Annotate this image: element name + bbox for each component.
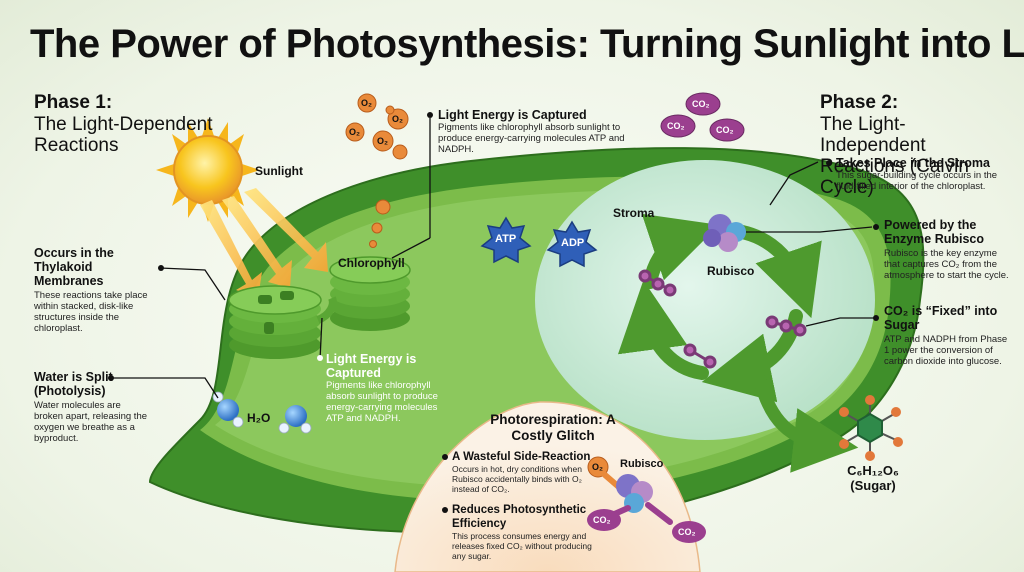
annotation-stroma: Takes Place in the Stroma This sugar-bui… [836,156,1006,192]
stroma-lamella [316,296,337,324]
co2-label: CO₂ [716,125,734,135]
photorespiration-item-2: Reduces Photosynthetic Efficiency This p… [452,503,602,561]
annotation-light-energy-bottom: Light Energy is Captured Pigments like c… [326,352,456,424]
water-label: H₂O [247,411,271,425]
annotation-title: A Wasteful Side-Reaction [452,451,591,463]
thylakoid-stack-left [228,285,322,359]
phase2-block: Phase 2: The Light-Independent Reactions… [820,92,1010,198]
annotation-light-energy-top: Light Energy is Captured Pigments like c… [438,108,633,155]
annotation-title: Light Energy is Captured [326,352,417,380]
adp-molecule [546,220,598,268]
water-molecule-left [212,391,244,428]
annotation-body: These reactions take place within stacke… [34,290,148,334]
sugar-output-arrow [753,373,859,473]
annotation-dot [442,507,448,513]
cycle-molecules [638,269,807,369]
phase1-subtitle: The Light-Dependent Reactions [34,114,213,156]
annotation-body: ATP and NADPH from Phase 1 power the con… [884,334,1008,367]
o2-label: O₂ [377,136,388,146]
adp-label: ADP [561,237,585,249]
annotation-dot [158,265,164,271]
annotation-co2-fixed: CO₂ is “Fixed” into Sugar ATP and NADPH … [884,304,1014,367]
phase2-subtitle: The Light-Independent Reactions (Calvin … [820,114,969,198]
photorespiration-graphic [587,456,706,543]
annotation-title: Takes Place in the Stroma [836,156,990,170]
annotation-body: This process consumes energy and release… [452,531,592,561]
co2-label: CO₂ [678,527,696,537]
annotation-water-split: Water is Split (Photolysis) Water molecu… [34,370,152,444]
carbon-dioxide-molecules [660,92,745,142]
o2-label: O₂ [361,98,372,108]
annotation-dot [826,160,832,166]
photorespiration-panel [394,401,701,572]
annotation-dot [427,112,433,118]
stroma-region [535,160,875,440]
annotation-title: CO₂ is “Fixed” into Sugar [884,304,998,332]
annotation-title: Reduces Photosynthetic Efficiency [452,504,587,530]
sugar-name: (Sugar) [850,478,896,493]
o2-label: O₂ [349,127,360,137]
chlorophyll-label: Chlorophyll [338,256,405,270]
annotation-title: Water is Split (Photolysis) [34,370,113,398]
phase1-heading: Phase 1: [34,92,113,113]
o2-label: O₂ [392,114,403,124]
annotation-rubisco: Powered by the Enzyme Rubisco Rubisco is… [884,218,1012,281]
phase1-block: Phase 1: The Light-Dependent Reactions [34,92,234,156]
annotation-title: Powered by the Enzyme Rubisco [884,218,985,246]
photorespiration-rubisco-label: Rubisco [620,458,664,470]
thylakoid-stack-right [329,256,411,331]
o2-label: O₂ [592,462,603,472]
page-title: The Power of Photosynthesis: Turning Sun… [30,22,1024,66]
annotation-body: Occurs in hot, dry conditions when Rubis… [452,464,582,494]
sugar-formula: C₆H₁₂O₆ [847,463,899,478]
glucose-molecule [839,395,903,461]
annotation-dot [317,355,323,361]
annotation-body: Rubisco is the key enzyme that captures … [884,248,1009,281]
annotation-dot [442,454,448,460]
co2-label: CO₂ [593,515,611,525]
light-beams [200,188,328,298]
annotation-body: This sugar-building cycle occurs in the … [836,170,998,192]
annotation-dot [873,224,879,230]
water-molecule-right [278,405,312,434]
phase2-heading: Phase 2: [820,92,899,113]
annotation-body: Pigments like chlorophyll absorb sunligh… [438,122,625,155]
rubisco-enzyme [703,214,746,252]
annotation-body: Water molecules are broken apart, releas… [34,400,148,444]
sun-icon [156,118,260,222]
sunlight-label: Sunlight [255,164,303,178]
stroma-label: Stroma [613,206,655,220]
rubisco-label: Rubisco [707,264,755,278]
co2-label: CO₂ [667,121,685,131]
annotation-leaders [110,118,876,399]
rising-oxygen-dots [369,199,391,248]
oxygen-molecules [345,93,409,160]
sugar-label: C₆H₁₂O₆ (Sugar) [838,463,908,493]
atp-label: ATP [495,233,517,245]
photorespiration-item-1: A Wasteful Side-Reaction Occurs in hot, … [452,450,602,494]
annotation-dot [873,315,879,321]
annotation-thylakoid: Occurs in the Thylakoid Membranes These … [34,246,164,334]
photorespiration-title: Photorespiration: A Costly Glitch [490,412,616,443]
annotation-title: Light Energy is Captured [438,108,587,122]
annotation-body: Pigments like chlorophyll absorb sunligh… [326,380,438,424]
annotation-dot [108,375,114,381]
atp-molecule [480,216,532,264]
annotation-title: Occurs in the Thylakoid Membranes [34,246,114,288]
co2-label: CO₂ [692,99,710,109]
